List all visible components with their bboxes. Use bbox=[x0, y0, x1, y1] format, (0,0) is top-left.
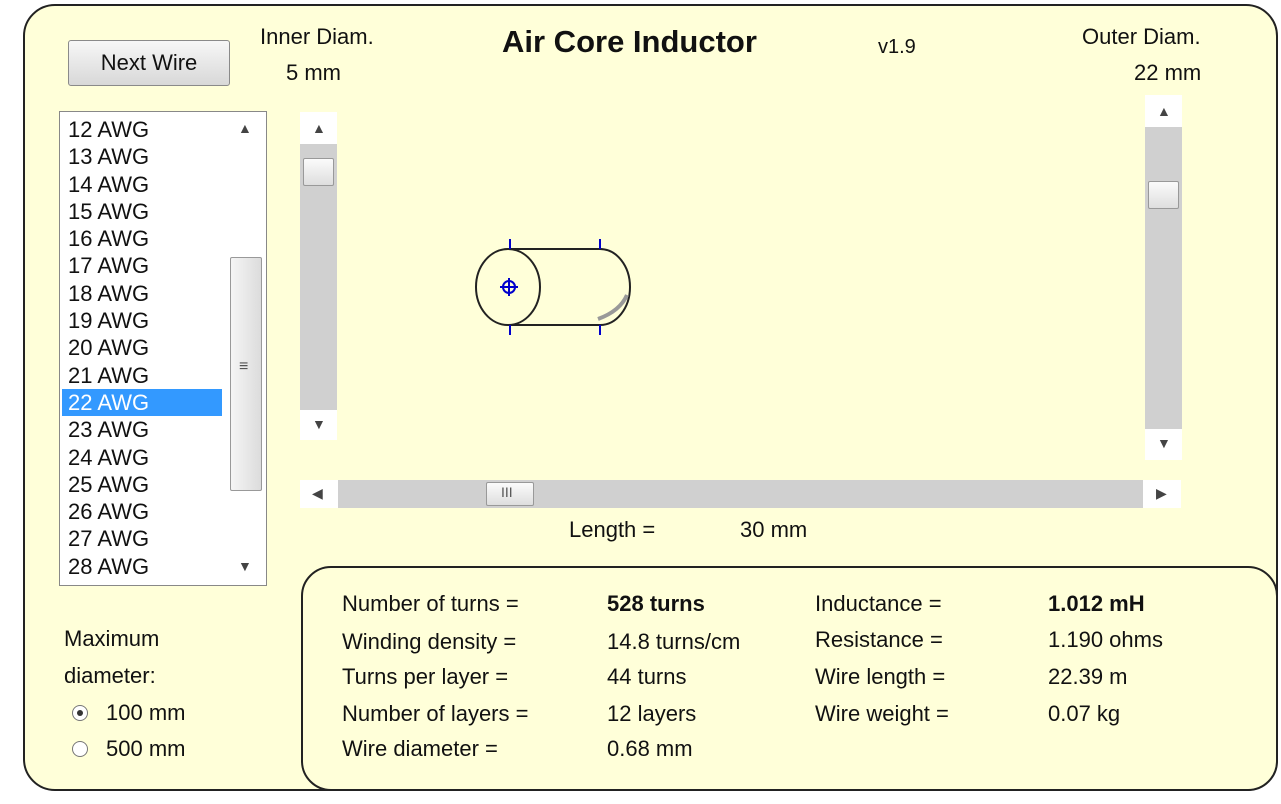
wire-length-label: Wire length = bbox=[815, 664, 946, 689]
wire-list-item[interactable]: 24 AWG bbox=[68, 444, 150, 470]
wire-list-item[interactable]: 13 AWG bbox=[68, 144, 150, 170]
turns-label: Number of turns = bbox=[342, 591, 519, 616]
app-title: Air Core Inductor bbox=[502, 24, 757, 59]
scroll-down-icon[interactable]: ▼ bbox=[312, 416, 326, 432]
layers-value: 12 layers bbox=[607, 701, 697, 726]
scroll-up-icon[interactable]: ▲ bbox=[238, 120, 252, 136]
list-scrollbar[interactable]: ▲ ≡ ▼ bbox=[226, 112, 266, 585]
wire-list-item[interactable]: 15 AWG bbox=[68, 198, 150, 224]
inner-diam-thumb[interactable] bbox=[303, 158, 334, 186]
radio-500mm-label[interactable]: 500 mm bbox=[106, 736, 186, 761]
wire-diam-value: 0.68 mm bbox=[607, 736, 693, 761]
outer-diam-label: Outer Diam. bbox=[1082, 24, 1201, 49]
per-layer-value: 44 turns bbox=[607, 664, 687, 689]
wire-list-item[interactable]: 25 AWG bbox=[68, 471, 150, 497]
max-diameter-label-2: diameter: bbox=[64, 663, 156, 688]
scroll-down-icon[interactable]: ▼ bbox=[1157, 435, 1171, 451]
inner-diam-label: Inner Diam. bbox=[260, 24, 374, 49]
wire-list-item[interactable]: 28 AWG bbox=[68, 553, 150, 579]
inductance-value: 1.012 mH bbox=[1048, 591, 1145, 616]
outer-diam-slider[interactable]: ▲ ▼ bbox=[1145, 95, 1182, 460]
version-label: v1.9 bbox=[878, 36, 916, 58]
length-value: 30 mm bbox=[740, 517, 808, 542]
resistance-value: 1.190 ohms bbox=[1048, 627, 1163, 652]
length-label: Length = bbox=[569, 517, 656, 542]
crosshair-icon bbox=[500, 278, 518, 296]
radio-100mm[interactable] bbox=[72, 705, 88, 721]
wire-list-item[interactable]: 27 AWG bbox=[68, 526, 150, 552]
density-label: Winding density = bbox=[342, 629, 517, 654]
wire-list-item[interactable]: 22 AWG bbox=[62, 388, 222, 417]
outer-diam-thumb[interactable] bbox=[1148, 181, 1179, 209]
coil-drawing bbox=[475, 239, 631, 335]
inner-diam-slider[interactable]: ▲ ▼ bbox=[300, 112, 337, 440]
scroll-up-icon[interactable]: ▲ bbox=[1157, 103, 1171, 119]
wire-list-item[interactable]: 19 AWG bbox=[68, 308, 150, 334]
inner-diam-track bbox=[300, 144, 337, 410]
wire-list-item[interactable]: 18 AWG bbox=[68, 280, 150, 306]
wire-length-value: 22.39 m bbox=[1048, 664, 1128, 689]
scroll-up-icon[interactable]: ▲ bbox=[312, 120, 326, 136]
wire-list-item[interactable]: 20 AWG bbox=[68, 335, 150, 361]
wire-weight-value: 0.07 kg bbox=[1048, 701, 1121, 726]
scroll-right-icon[interactable]: ▶ bbox=[1156, 485, 1167, 501]
turns-value: 528 turns bbox=[607, 591, 705, 616]
resistance-label: Resistance = bbox=[815, 627, 943, 652]
length-slider[interactable]: ◀ III ▶ bbox=[300, 480, 1181, 508]
layers-label: Number of layers = bbox=[342, 701, 529, 726]
outer-diam-track bbox=[1145, 127, 1182, 429]
scroll-down-icon[interactable]: ▼ bbox=[238, 558, 252, 574]
list-scroll-thumb[interactable]: ≡ bbox=[230, 257, 262, 491]
outer-diam-value: 22 mm bbox=[1134, 60, 1202, 85]
scroll-left-icon[interactable]: ◀ bbox=[312, 485, 323, 501]
wire-list-item[interactable]: 16 AWG bbox=[68, 226, 150, 252]
wire-list-item[interactable]: 14 AWG bbox=[68, 171, 150, 197]
inductance-label: Inductance = bbox=[815, 591, 942, 616]
wire-diam-label: Wire diameter = bbox=[342, 736, 498, 761]
grip-icon: ≡ bbox=[239, 358, 249, 375]
wire-list-item[interactable]: 17 AWG bbox=[68, 253, 150, 279]
wire-list-item[interactable]: 23 AWG bbox=[68, 417, 150, 443]
density-value: 14.8 turns/cm bbox=[607, 629, 741, 654]
wire-list-item[interactable]: 21 AWG bbox=[68, 362, 150, 388]
length-track bbox=[338, 480, 1143, 508]
wire-list-item[interactable]: 12 AWG bbox=[68, 117, 150, 142]
max-diameter-label-1: Maximum bbox=[64, 626, 160, 651]
inner-diam-value: 5 mm bbox=[286, 60, 341, 85]
radio-500mm[interactable] bbox=[72, 741, 88, 757]
radio-100mm-label[interactable]: 100 mm bbox=[106, 700, 186, 725]
length-thumb[interactable]: III bbox=[486, 482, 534, 506]
wire-list-item[interactable]: 26 AWG bbox=[68, 499, 150, 525]
grip-icon: III bbox=[501, 484, 513, 500]
next-wire-button[interactable]: Next Wire bbox=[68, 40, 230, 86]
results-panel bbox=[301, 566, 1278, 791]
wire-weight-label: Wire weight = bbox=[815, 701, 949, 726]
per-layer-label: Turns per layer = bbox=[342, 664, 509, 689]
